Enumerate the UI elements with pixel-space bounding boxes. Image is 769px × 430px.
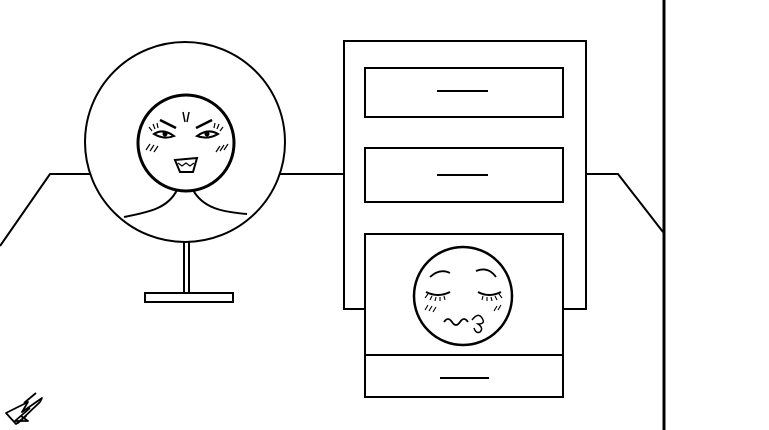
sleepy-face-icon (412, 245, 514, 347)
reflection-shoulders (123, 189, 248, 218)
down-left-arrow-icon[interactable] (2, 388, 46, 428)
mirror[interactable] (84, 41, 286, 303)
drawer-4[interactable] (364, 354, 564, 398)
dresser (343, 40, 587, 398)
drawer-2[interactable] (364, 147, 564, 203)
drawer-3-open[interactable] (364, 233, 564, 356)
desk-surface (0, 173, 664, 247)
drawer-1[interactable] (364, 67, 564, 118)
angry-face-icon (136, 93, 236, 193)
